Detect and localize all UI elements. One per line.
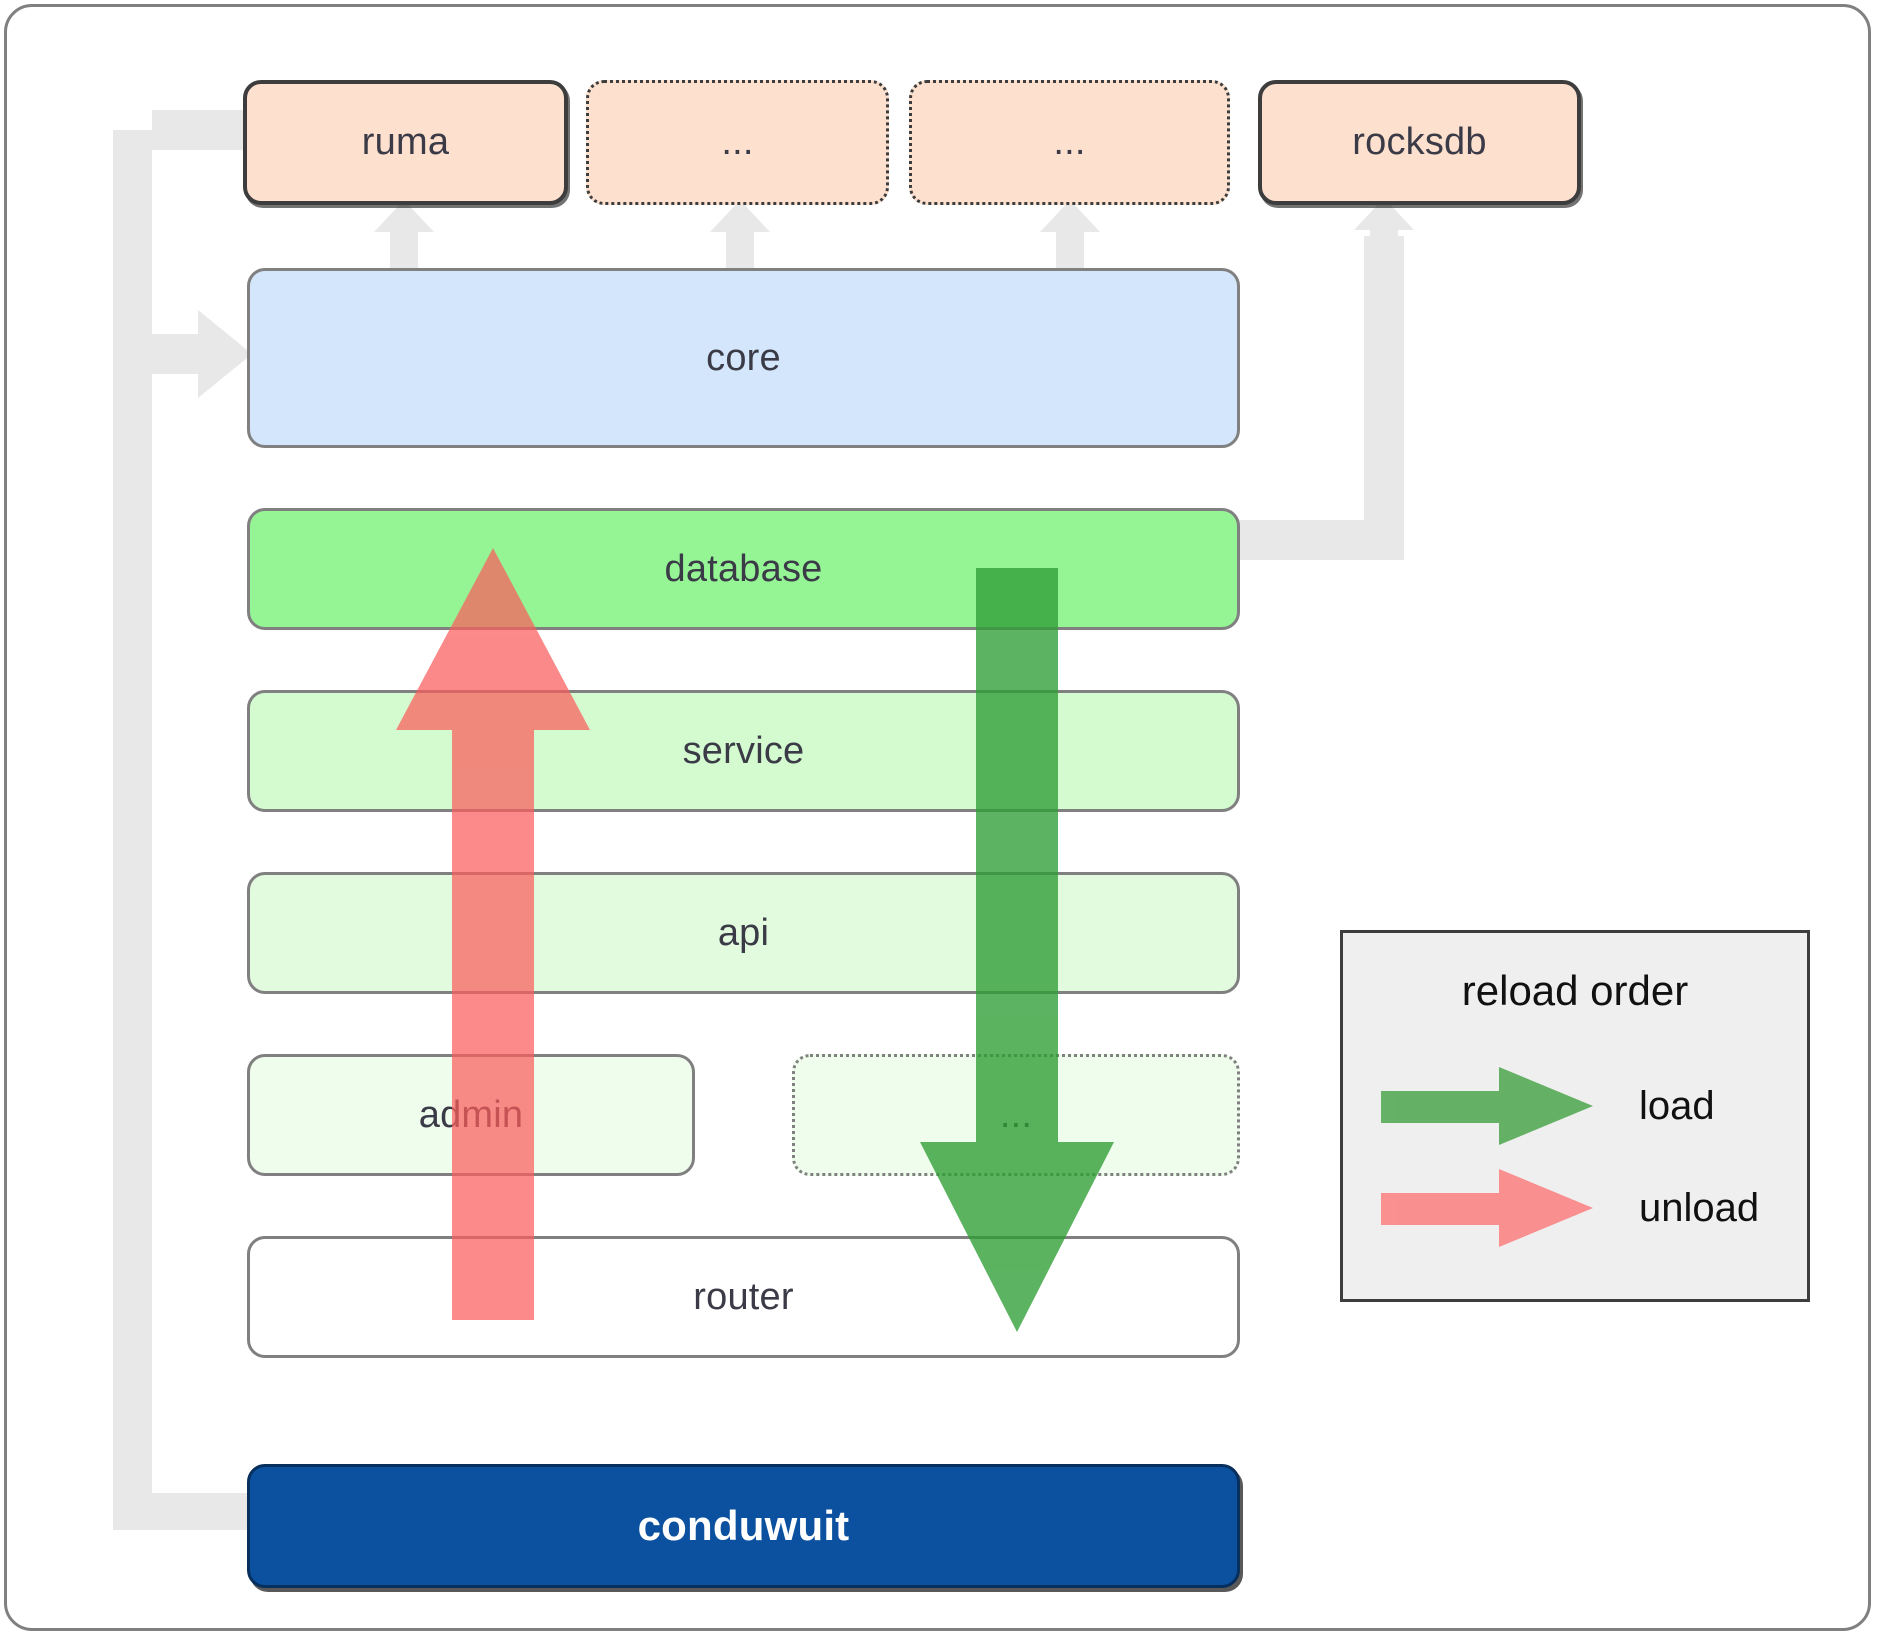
crate-box-router[interactable]: router	[247, 1236, 1240, 1358]
dependency-label: ...	[1053, 121, 1086, 163]
legend-title: reload order	[1461, 967, 1689, 1014]
crate-box-database[interactable]: database	[247, 508, 1240, 630]
legend-load-arrow-icon	[1381, 1067, 1593, 1145]
crate-box-core[interactable]: core	[247, 268, 1240, 448]
crate-label-core: core	[706, 336, 781, 379]
legend-label-unload: unload	[1639, 1185, 1760, 1230]
legend-panel: reload order load unload	[1340, 930, 1810, 1302]
crate-label-service: service	[682, 729, 805, 772]
crate-box-service[interactable]: service	[247, 690, 1240, 812]
dependency-box-ruma[interactable]: ruma	[243, 80, 568, 205]
crate-label-admin: admin	[418, 1093, 524, 1136]
dependency-label: ruma	[361, 121, 450, 163]
crate-label-router: router	[693, 1275, 794, 1318]
dependency-box-rocksdb[interactable]: rocksdb	[1258, 80, 1581, 205]
crate-box-admin[interactable]: admin	[247, 1054, 695, 1176]
dependency-label: rocksdb	[1352, 121, 1487, 163]
crate-box-api[interactable]: api	[247, 872, 1240, 994]
legend-row-load: load	[1381, 1061, 1781, 1151]
crate-label-api: api	[717, 911, 770, 954]
legend-row-unload: unload	[1381, 1163, 1781, 1253]
dependency-box-placeholder-2[interactable]: ...	[909, 80, 1230, 205]
application-box-conduwuit[interactable]: conduwuit	[247, 1464, 1240, 1588]
legend-unload-arrow-icon	[1381, 1169, 1593, 1247]
crate-box-placeholder[interactable]: ...	[792, 1054, 1240, 1176]
crate-label-placeholder: ...	[999, 1093, 1033, 1136]
legend-label-load: load	[1639, 1083, 1715, 1128]
application-label: conduwuit	[637, 1502, 850, 1549]
dependency-box-placeholder-1[interactable]: ...	[586, 80, 889, 205]
crate-label-database: database	[664, 547, 823, 590]
diagram-frame	[4, 4, 1871, 1631]
dependency-label: ...	[721, 121, 754, 163]
